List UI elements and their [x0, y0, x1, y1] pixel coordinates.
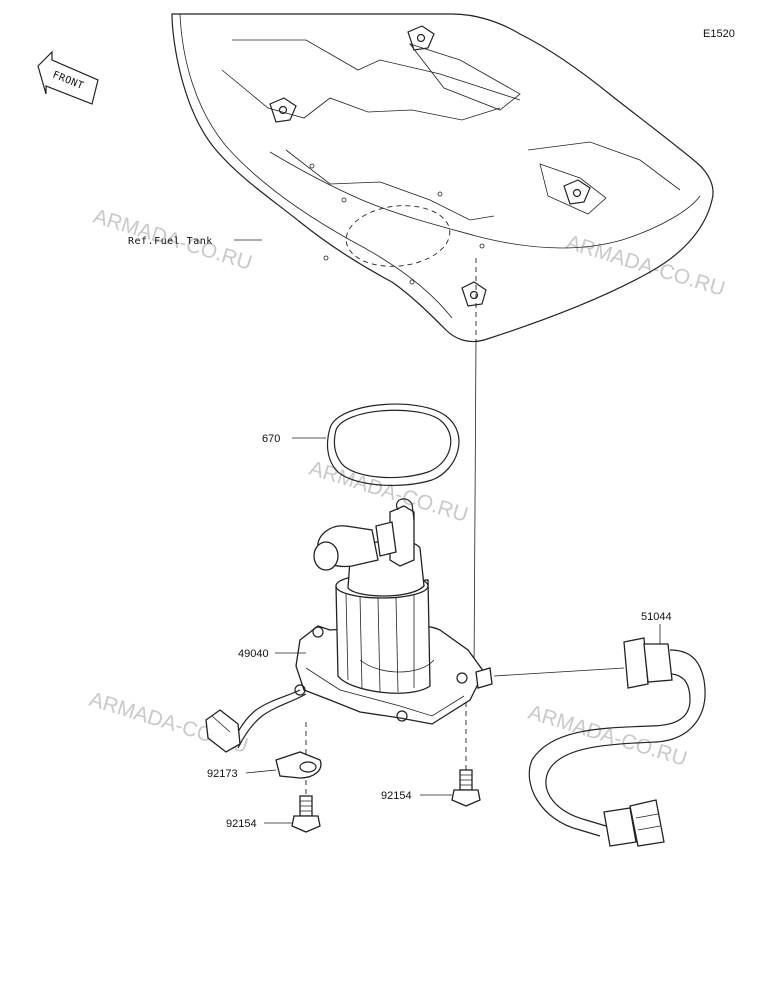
- label-670: 670: [262, 433, 280, 445]
- fuel-tank-outline: [171, 13, 714, 343]
- leader-92173: [245, 769, 277, 774]
- label-92173: 92173: [207, 768, 238, 780]
- watermark-2: ARMADA-CO.RU: [564, 231, 728, 301]
- gasket-o-ring: [326, 403, 460, 487]
- pump-wire-harness: [205, 689, 307, 753]
- label-92154-right: 92154: [381, 790, 412, 802]
- bolt-right: [451, 702, 481, 807]
- front-label: FRONT: [51, 70, 85, 92]
- centre-line-lower: [473, 339, 477, 673]
- watermark-5: ARMADA-CO.RU: [526, 701, 690, 771]
- fuel-hose-assembly: [528, 637, 706, 847]
- bolt-left: [291, 780, 321, 833]
- fuel-pump-assembly: [294, 498, 493, 725]
- watermark-3: ARMADA-CO.RU: [307, 457, 471, 527]
- ref-fuel-tank-label: Ref.Fuel Tank: [128, 236, 213, 247]
- label-92154-left: 92154: [226, 818, 257, 830]
- label-51044: 51044: [641, 611, 672, 623]
- retaining-plate: [275, 751, 322, 779]
- diagram-code: E1520: [703, 28, 735, 40]
- label-49040: 49040: [238, 648, 269, 660]
- tank-mount-bosses: [269, 25, 591, 307]
- hose-centre-line: [493, 667, 625, 677]
- front-arrow-badge: FRONT: [37, 50, 99, 105]
